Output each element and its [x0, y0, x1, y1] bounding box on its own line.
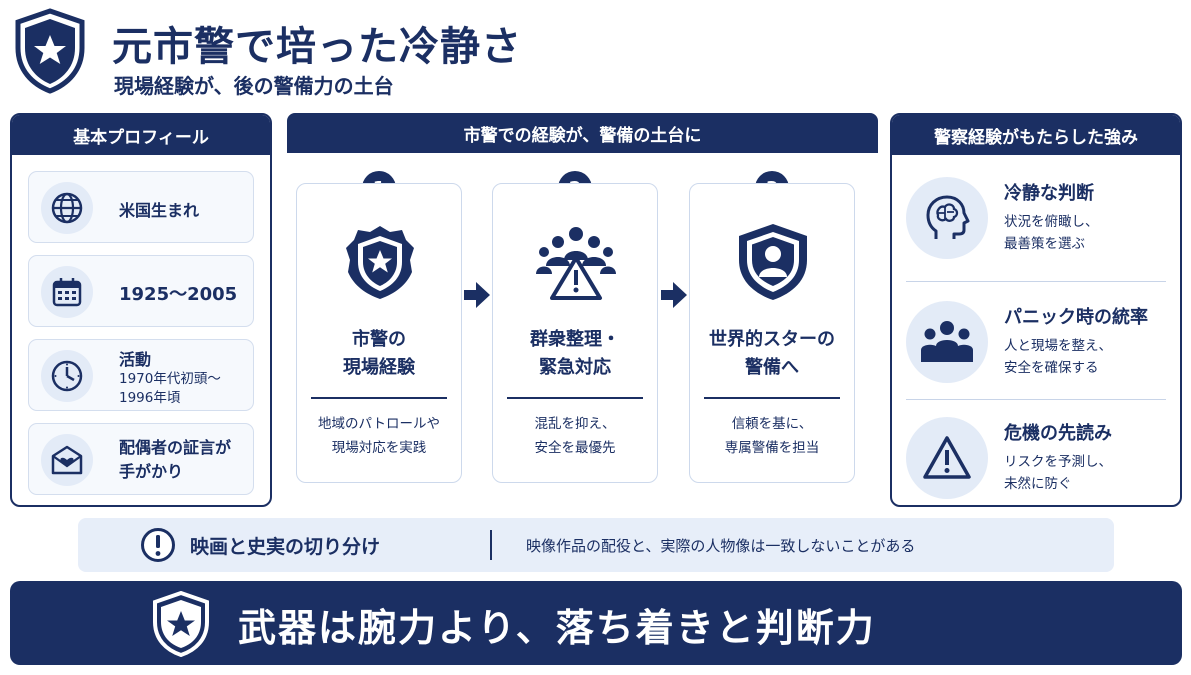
strength-divider	[906, 281, 1166, 282]
step-3-desc-line1: 信頼を基に、	[731, 416, 813, 432]
person-shield-icon	[739, 224, 807, 300]
globe-icon	[41, 182, 93, 234]
step-2-divider	[507, 397, 643, 399]
strength-title-foresight: 危機の先読み	[1004, 423, 1112, 444]
profile-item-source: 配偶者の証言が 手がかり	[28, 423, 254, 495]
step-1-title-line1: 市警の	[352, 329, 406, 350]
strength-desc-foresight-line2: 未然に防ぐ	[1004, 476, 1072, 492]
step-1-divider	[311, 397, 447, 399]
strength-item-judgment: 冷静な判断 状況を俯瞰し、 最善策を選ぶ	[892, 163, 1180, 273]
warning-triangle-icon	[906, 417, 988, 499]
profile-item-birthplace: 米国生まれ	[28, 171, 254, 243]
crowd-warning-icon	[536, 227, 616, 300]
police-badge-icon	[346, 226, 414, 299]
steps-heading: 市警での経験が、警備の土台に	[287, 113, 878, 153]
strength-desc-judgment-line1: 状況を俯瞰し、	[1004, 214, 1099, 230]
bottom-banner: 武器は腕力より、落ち着きと判断力	[10, 581, 1182, 665]
profile-item-activity: 活動 1970年代初頭〜 1996年頃	[28, 339, 254, 411]
profile-item-lifespan: 1925〜2005	[28, 255, 254, 327]
banner-text: 武器は腕力より、落ち着きと判断力	[238, 606, 876, 650]
header: 元市警で培った冷静さ 現場経験が、後の警備力の土台	[0, 0, 1191, 110]
brain-head-icon	[906, 177, 988, 259]
group-icon	[906, 301, 988, 383]
strength-desc-leadership-line1: 人と現場を整え、	[1004, 338, 1112, 354]
notice-bar: 映画と史実の切り分け 映像作品の配役と、実際の人物像は一致しないことがある	[78, 518, 1114, 572]
profile-activity-period-end: 1996年頃	[119, 390, 181, 406]
strength-item-foresight: 危機の先読み リスクを予測し、 未然に防ぐ	[892, 403, 1180, 505]
profile-activity-title: 活動	[119, 350, 152, 369]
notice-text: 映像作品の配役と、実際の人物像は一致しないことがある	[526, 537, 916, 555]
strength-item-leadership: パニック時の統率 人と現場を整え、 安全を確保する	[892, 287, 1180, 397]
step-1-desc-line1: 地域のパトロールや	[318, 416, 440, 432]
step-card-2: 群衆整理・ 緊急対応 混乱を抑え、 安全を最優先	[492, 183, 658, 483]
exclamation-circle-icon	[141, 528, 175, 562]
strength-desc-foresight-line1: リスクを予測し、	[1004, 454, 1112, 470]
profile-birthplace: 米国生まれ	[119, 201, 200, 220]
step-2-desc-line2: 安全を最優先	[534, 440, 616, 456]
step-1-desc-line2: 現場対応を実践	[331, 440, 427, 456]
strength-desc-judgment-line2: 最善策を選ぶ	[1004, 236, 1085, 252]
step-card-3: 世界的スターの 警備へ 信頼を基に、 専属警備を担当	[689, 183, 855, 483]
notice-divider	[490, 530, 492, 560]
profile-source-line2: 手がかり	[119, 462, 184, 481]
step-2-title-line1: 群衆整理・	[530, 329, 620, 350]
strength-title-judgment: 冷静な判断	[1004, 183, 1094, 204]
page-subtitle: 現場経験が、後の警備力の土台	[114, 74, 394, 98]
step-3-title-line1: 世界的スターの	[709, 329, 835, 350]
strengths-panel: 警察経験がもたらした強み 冷静な判断 状況を俯瞰し、 最善策を選ぶ パニック時の…	[890, 113, 1182, 507]
step-3-desc-line2: 専属警備を担当	[724, 440, 820, 456]
profile-heading: 基本プロフィール	[12, 115, 270, 155]
profile-activity-period-start: 1970年代初頭〜	[119, 371, 221, 387]
strengths-heading: 警察経験がもたらした強み	[892, 115, 1180, 155]
profile-source-line1: 配偶者の証言が	[119, 438, 232, 457]
step-2-title-line2: 緊急対応	[539, 357, 611, 378]
step-3-divider	[704, 397, 840, 399]
strength-divider	[906, 399, 1166, 400]
star-shield-icon	[15, 8, 85, 94]
notice-label: 映画と史実の切り分け	[190, 536, 381, 558]
profile-lifespan: 1925〜2005	[119, 284, 238, 305]
step-1-title-line2: 現場経験	[343, 357, 415, 378]
arrow-right-icon	[661, 282, 687, 308]
arrow-right-icon	[464, 282, 490, 308]
step-card-1: 市警の 現場経験 地域のパトロールや 現場対応を実践	[296, 183, 462, 483]
step-2-desc-line1: 混乱を抑え、	[534, 416, 616, 432]
heart-envelope-icon	[41, 434, 93, 486]
profile-panel: 基本プロフィール 米国生まれ 1925〜2005 活動 1970年代初頭〜 19…	[10, 113, 272, 507]
clock-icon	[41, 350, 93, 402]
strength-desc-leadership-line2: 安全を確保する	[1004, 360, 1099, 376]
calendar-icon	[41, 266, 93, 318]
strength-title-leadership: パニック時の統率	[1004, 307, 1148, 328]
step-3-title-line2: 警備へ	[745, 357, 799, 378]
star-shield-icon	[153, 591, 209, 657]
page-title: 元市警で培った冷静さ	[112, 24, 522, 70]
